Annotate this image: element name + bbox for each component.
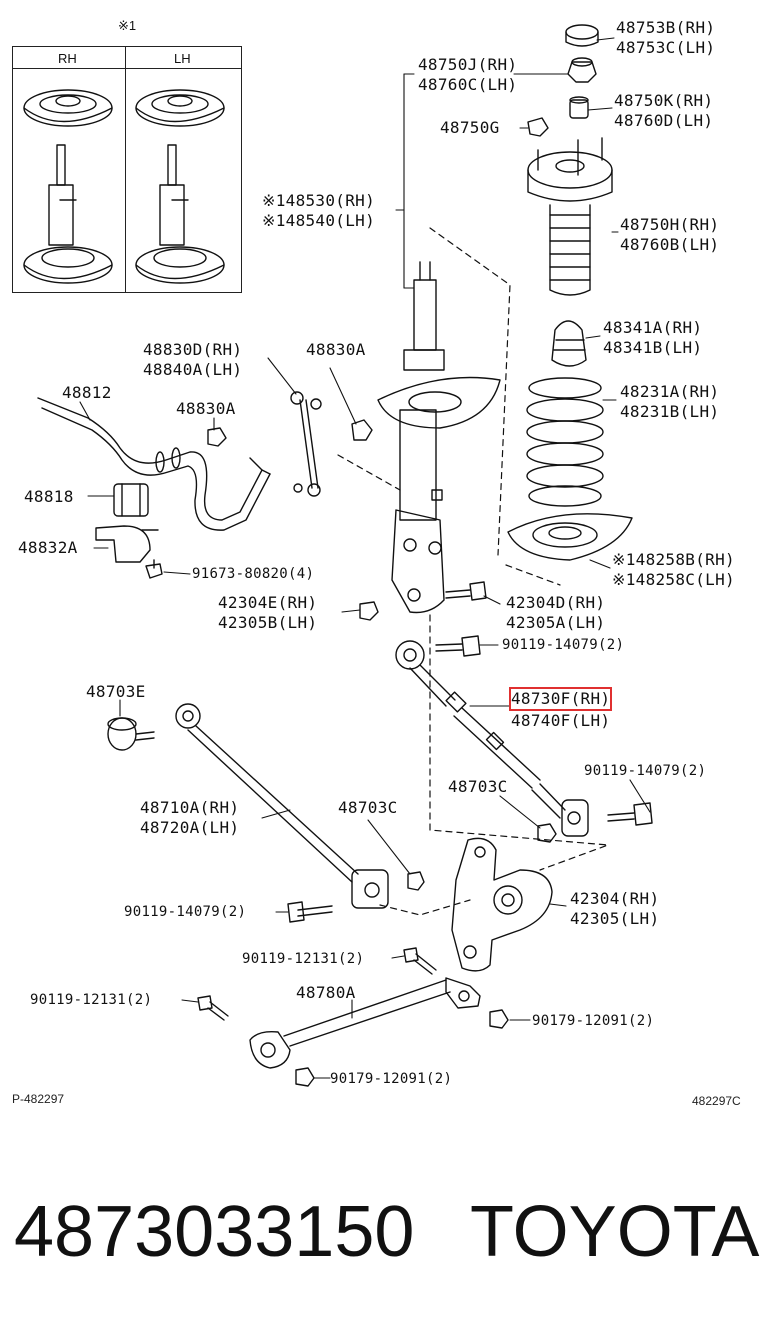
knuckle-42304-drawing xyxy=(451,837,553,972)
inset-header-divider xyxy=(12,68,242,69)
label-42304d[interactable]: 42304D(RH) 42305A(LH) xyxy=(506,593,606,632)
bushing-48818-drawing xyxy=(113,483,149,517)
label-90179-b[interactable]: 90179-12091(2) xyxy=(330,1071,453,1087)
control-arm-48730f-drawing xyxy=(395,640,589,837)
label-48812[interactable]: 48812 xyxy=(62,383,112,402)
bolt-42304d-drawing xyxy=(445,581,487,601)
label-48710a[interactable]: 48710A(RH) 48720A(LH) xyxy=(140,798,240,837)
label-48750j[interactable]: 48750J(RH) 48760C(LH) xyxy=(418,55,518,94)
bolt-91673-drawing xyxy=(145,559,163,579)
label-90119-12131-b[interactable]: 90119-12131(2) xyxy=(30,992,153,1008)
label-48341[interactable]: 48341A(RH) 48341B(LH) xyxy=(603,318,703,357)
bolt-90119-12131-a-drawing xyxy=(403,947,437,975)
lateral-arm-48710a-drawing xyxy=(175,703,389,909)
label-90119-c[interactable]: 90119-14079(2) xyxy=(124,904,247,920)
label-48231[interactable]: 48231A(RH) 48231B(LH) xyxy=(620,382,720,421)
label-42304[interactable]: 42304(RH) 42305(LH) xyxy=(570,889,660,928)
stabilizer-bar-48812-drawing xyxy=(37,397,271,531)
label-48830a-mid[interactable]: 48830A xyxy=(176,399,236,418)
bolt-90119-b-drawing xyxy=(607,802,653,826)
nut-48750g-drawing xyxy=(527,117,549,137)
bolt-90119-a-drawing xyxy=(435,635,481,657)
stabilizer-link-48830d-drawing xyxy=(290,391,322,497)
label-48703c-right[interactable]: 48703C xyxy=(448,777,508,796)
bushing-48703e-drawing xyxy=(107,717,155,751)
inset-mark: ※1 xyxy=(118,18,137,33)
bump-stop-48341-drawing xyxy=(551,320,587,367)
diagram-code-left: P-482297 xyxy=(12,1092,65,1106)
label-48830a-top[interactable]: 48830A xyxy=(306,340,366,359)
label-48703c-left[interactable]: 48703C xyxy=(338,798,398,817)
inset-frame xyxy=(12,46,242,293)
label-90119-12131-a[interactable]: 90119-12131(2) xyxy=(242,951,365,967)
label-48258[interactable]: ※148258B(RH) ※148258C(LH) xyxy=(612,550,735,589)
brand-caption: TOYOTA xyxy=(470,1192,760,1272)
label-48750g[interactable]: 48750G xyxy=(440,118,500,137)
label-48703e[interactable]: 48703E xyxy=(86,682,146,701)
nut-90179-a-drawing xyxy=(489,1009,509,1029)
nut-48703c-right-drawing xyxy=(537,823,557,843)
label-48730f-highlighted[interactable]: 48730F(RH) xyxy=(508,687,613,711)
rear-arm-48780a-drawing xyxy=(249,977,481,1069)
inset-col-rh: RH xyxy=(58,51,77,66)
nut-90179-b-drawing xyxy=(295,1067,315,1087)
diagram-code-right: 482297C xyxy=(692,1094,741,1108)
cap-48753-drawing xyxy=(565,24,599,47)
label-48740f[interactable]: 48740F(LH) xyxy=(511,711,611,730)
bushing-48750k-drawing xyxy=(569,96,589,119)
inset-strut-rh-drawing xyxy=(23,89,113,284)
label-90119-b[interactable]: 90119-14079(2) xyxy=(584,763,707,779)
nut-48750j-drawing xyxy=(567,57,597,83)
label-90119-a[interactable]: 90119-14079(2) xyxy=(502,637,625,653)
label-48750h[interactable]: 48750H(RH) 48760B(LH) xyxy=(620,215,720,254)
label-48530[interactable]: ※148530(RH) ※148540(LH) xyxy=(262,191,376,230)
nut-48703c-left-drawing xyxy=(407,871,425,891)
label-42304e[interactable]: 42304E(RH) 42305B(LH) xyxy=(218,593,318,632)
part-number-caption: 4873033150 xyxy=(14,1192,415,1272)
label-91673[interactable]: 91673-80820(4) xyxy=(192,566,315,582)
nut-48830a-drawing xyxy=(207,419,373,447)
bolt-90119-12131-b-drawing xyxy=(197,995,229,1021)
label-48753b[interactable]: 48753B(RH) 48753C(LH) xyxy=(616,18,716,57)
inset-column-divider xyxy=(125,46,126,292)
label-48780a[interactable]: 48780A xyxy=(296,983,356,1002)
label-48832a[interactable]: 48832A xyxy=(18,538,78,557)
spring-seat-48258-drawing xyxy=(507,513,633,561)
label-48830d[interactable]: 48830D(RH) 48840A(LH) xyxy=(143,340,243,379)
label-48750k[interactable]: 48750K(RH) 48760D(LH) xyxy=(614,91,714,130)
label-90179-a[interactable]: 90179-12091(2) xyxy=(532,1013,655,1029)
strut-48530-drawing xyxy=(377,261,501,614)
upper-mount-48750h-drawing xyxy=(527,137,613,296)
nut-42304e-drawing xyxy=(359,601,379,621)
bracket-48832a-drawing xyxy=(95,525,159,563)
inset-strut-lh-drawing xyxy=(135,89,225,284)
label-48818[interactable]: 48818 xyxy=(24,487,74,506)
bolt-90119-c-drawing xyxy=(287,901,333,923)
coil-spring-48231-drawing xyxy=(526,377,604,507)
inset-col-lh: LH xyxy=(174,51,191,66)
